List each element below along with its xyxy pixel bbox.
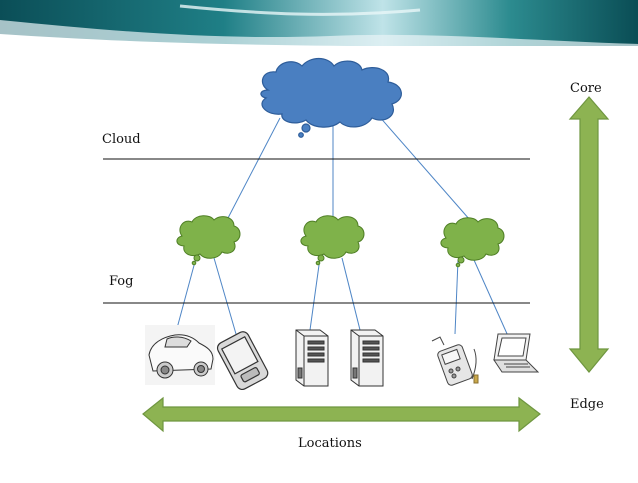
link-fog1-phone: [213, 257, 237, 335]
cloud-layer-label: Cloud: [102, 132, 141, 147]
locations-arrow: [142, 396, 541, 433]
link-cloud-fog3: [377, 114, 471, 221]
header-banner: [0, 0, 638, 60]
fog-cloud-icon: [176, 215, 241, 266]
fog-cloud-icon: [440, 217, 505, 268]
link-fog2-server2: [341, 257, 361, 331]
edge-label: Edge: [570, 397, 604, 412]
server-tower-icon: [350, 329, 384, 387]
link-fog3-laptop: [473, 259, 509, 337]
smartphone-icon: [216, 331, 269, 391]
fog-layer-label: Fog: [109, 274, 134, 289]
server-tower-icon: [295, 329, 329, 387]
fog-cloud-icon: [300, 215, 365, 266]
link-fog3-medical: [454, 259, 459, 335]
car-icon: [145, 325, 215, 385]
cloud-icon: [260, 57, 402, 138]
core-label: Core: [570, 81, 602, 96]
core-edge-arrow: [568, 96, 610, 373]
link-cloud-fog1: [227, 117, 281, 219]
link-fog1-car: [175, 257, 197, 333]
medical-handheld-icon: [431, 336, 479, 386]
connection-lines: [175, 114, 509, 337]
locations-label: Locations: [298, 436, 362, 451]
link-fog2-server1: [309, 257, 321, 331]
laptop-icon: [493, 333, 540, 373]
